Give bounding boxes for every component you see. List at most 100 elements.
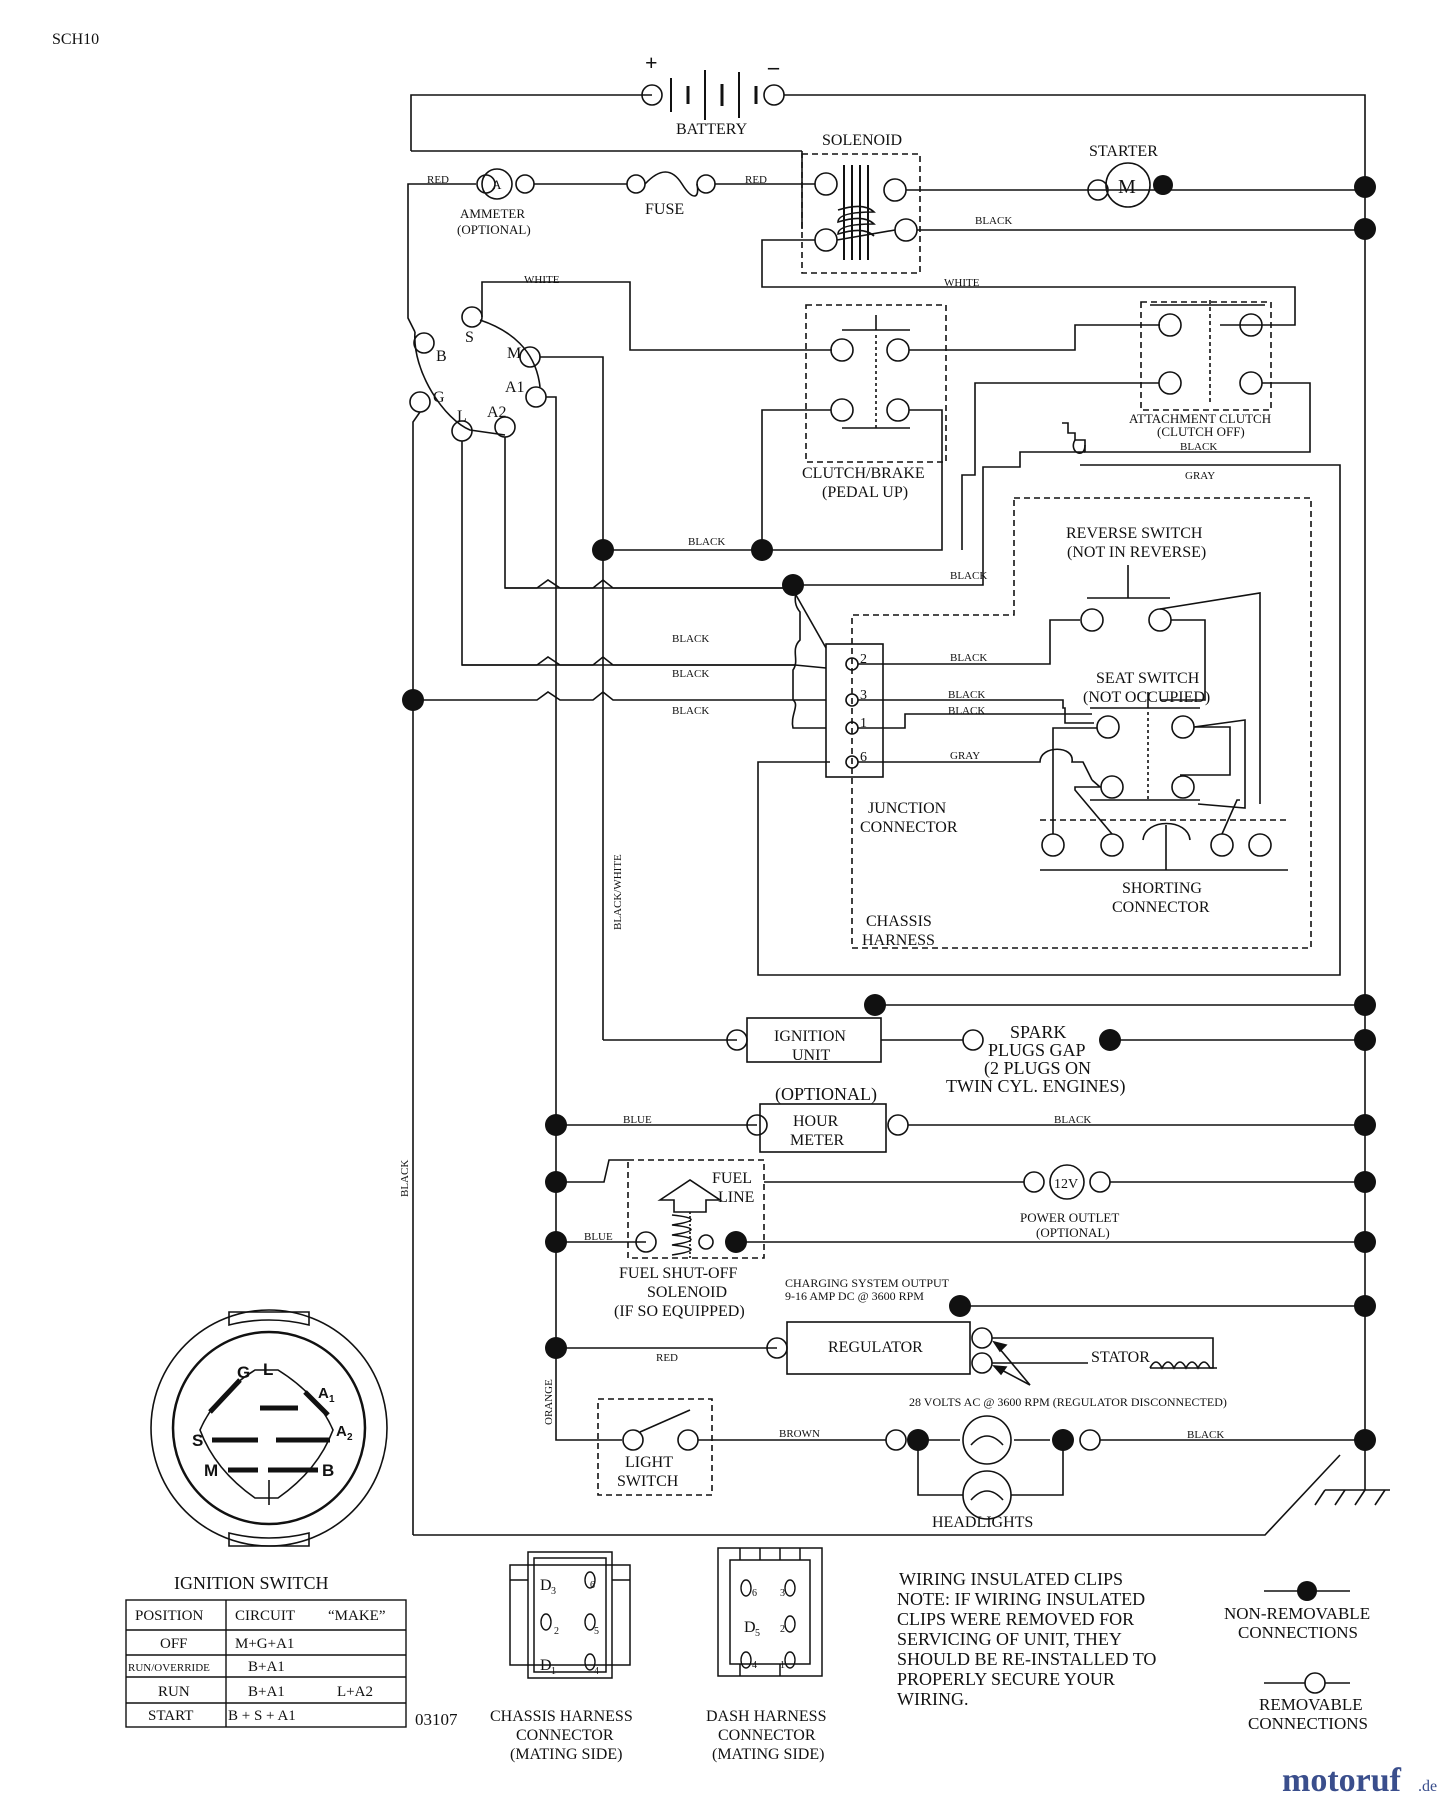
power-outlet-label: POWER OUTLET	[1020, 1210, 1119, 1225]
reverse-switch	[1080, 565, 1261, 804]
headlights-label: HEADLIGHTS	[932, 1514, 1033, 1531]
light-switch-label: LIGHT	[625, 1454, 673, 1471]
junction-sub: CONNECTOR	[860, 819, 958, 836]
wire-label: BLACK	[672, 668, 709, 680]
table-cell: OFF	[160, 1636, 188, 1652]
pin-sub: 6	[752, 1588, 757, 1599]
table-header: “MAKE”	[328, 1608, 385, 1624]
terminal-a2: A2	[487, 404, 507, 421]
stator-label: STATOR	[1091, 1349, 1150, 1366]
wire-label: RED	[427, 174, 449, 186]
face-a2-sub: 2	[347, 1432, 353, 1443]
page-code: SCH10	[52, 31, 99, 48]
pin-sub: 1	[780, 1660, 785, 1671]
legend-removable-sub: CONNECTIONS	[1248, 1714, 1368, 1733]
table-cell: RUN/OVERRIDE	[128, 1662, 210, 1674]
wire-label: BLACK	[1180, 441, 1217, 453]
note-line: NOTE: IF WIRING INSULATED	[897, 1589, 1145, 1609]
watermark-main: motoruf	[1282, 1762, 1402, 1799]
pin-sub: 4	[594, 1666, 599, 1677]
clutch-brake	[603, 304, 1160, 551]
seat-switch	[1090, 692, 1246, 809]
battery	[410, 70, 1366, 1440]
wire-label: BLACK	[672, 705, 709, 717]
wire-label: GRAY	[1185, 470, 1215, 482]
face-a1-sub: 1	[329, 1394, 335, 1405]
pin-sub: 6	[590, 1580, 595, 1591]
battery-label: BATTERY	[676, 121, 748, 138]
ignition-unit-label: IGNITION	[774, 1028, 846, 1045]
table-cell: B + S + A1	[228, 1708, 296, 1724]
table-cell: L+A2	[337, 1684, 373, 1700]
junction-label: JUNCTION	[868, 800, 947, 817]
fuel-solenoid-label: FUEL SHUT-OFF	[619, 1265, 738, 1282]
power-outlet-sub: (OPTIONAL)	[1036, 1225, 1110, 1240]
pin-label: D	[744, 1619, 756, 1636]
terminal-s: S	[465, 329, 474, 346]
fuel-solenoid-sub: SOLENOID	[647, 1284, 727, 1301]
power-outlet-symbol: 12V	[1054, 1177, 1078, 1192]
fuel-solenoid-note: (IF SO EQUIPPED)	[614, 1303, 745, 1320]
pin-sub: 4	[752, 1660, 757, 1671]
harness-bus	[413, 550, 826, 1041]
note-line: SERVICING OF UNIT, THEY	[897, 1629, 1122, 1649]
ignition-switch-title: IGNITION SWITCH	[174, 1573, 328, 1593]
wire-label: ORANGE	[543, 1379, 555, 1425]
ignition-switch-face-labels: G L A 1 S A 2 M B IGNITION SWITCH	[174, 1360, 353, 1593]
face-m: M	[204, 1461, 218, 1480]
table-cell: RUN	[158, 1684, 190, 1700]
dash-connector-note: (MATING SIDE)	[712, 1746, 824, 1763]
ignition-switch-detail	[150, 1309, 388, 1547]
charging-label: CHARGING SYSTEM OUTPUT	[785, 1276, 950, 1290]
chassis-harness	[851, 497, 1312, 949]
wire-label: BLACK	[948, 689, 985, 701]
attachment-clutch-sub: (CLUTCH OFF)	[1157, 424, 1245, 439]
starter-label: STARTER	[1089, 143, 1158, 160]
ignition-unit	[726, 1004, 1365, 1063]
junction-pin: 1	[860, 716, 867, 731]
note-line: SHOULD BE RE-INSTALLED TO	[897, 1649, 1156, 1669]
pin-label: D	[540, 1577, 552, 1594]
wire-label: BLUE	[584, 1231, 613, 1243]
wire-label: WHITE	[524, 274, 560, 286]
pin-label: D	[540, 1657, 552, 1674]
legend-removable: REMOVABLE	[1259, 1695, 1363, 1714]
wire-label: BLACK/WHITE	[612, 854, 624, 930]
spark-label: SPARK	[1010, 1022, 1066, 1042]
face-b: B	[322, 1461, 334, 1480]
chassis-harness-sub: HARNESS	[862, 932, 935, 949]
note-line: PROPERLY SECURE YOUR	[897, 1669, 1115, 1689]
wire-label: RED	[745, 174, 767, 186]
pin-sub: 3	[780, 1588, 785, 1599]
reverse-switch-sub: (NOT IN REVERSE)	[1067, 544, 1206, 561]
dash-connector-label: DASH HARNESS	[706, 1708, 826, 1725]
ammeter-label: AMMETER	[460, 206, 525, 221]
table-cell: START	[148, 1708, 193, 1724]
face-a2: A	[336, 1423, 347, 1440]
wire-label: BLACK	[672, 633, 709, 645]
wire-label: RED	[656, 1352, 678, 1364]
battery-plus: +	[645, 50, 658, 75]
legend-nonremovable: NON-REMOVABLE	[1224, 1604, 1370, 1623]
solenoid-label: SOLENOID	[822, 132, 902, 149]
wire-label: BLACK	[1187, 1429, 1224, 1441]
reverse-switch-label: REVERSE SWITCH	[1066, 525, 1203, 542]
ignition-terminal-labels: B S M A1 A2 L G	[433, 329, 525, 425]
note-line: WIRING.	[897, 1689, 968, 1709]
shorting-label: SHORTING	[1122, 880, 1202, 897]
junction-connector	[825, 619, 1094, 781]
table-header: POSITION	[135, 1608, 204, 1624]
wire-label: BLACK	[950, 652, 987, 664]
fuel-line-label: FUEL	[712, 1170, 752, 1187]
removable-dot	[1304, 1672, 1326, 1694]
battery-minus: –	[767, 54, 780, 79]
shorting-connector	[1040, 727, 1288, 871]
chassis-connector-note: (MATING SIDE)	[510, 1746, 622, 1763]
table-cell: B+A1	[248, 1659, 285, 1675]
terminal-m: M	[507, 345, 521, 362]
hour-optional: (OPTIONAL)	[775, 1084, 877, 1105]
spark-note-2: TWIN CYL. ENGINES)	[946, 1076, 1125, 1097]
pin-sub: 2	[554, 1626, 559, 1637]
hour-sub: METER	[790, 1132, 845, 1149]
